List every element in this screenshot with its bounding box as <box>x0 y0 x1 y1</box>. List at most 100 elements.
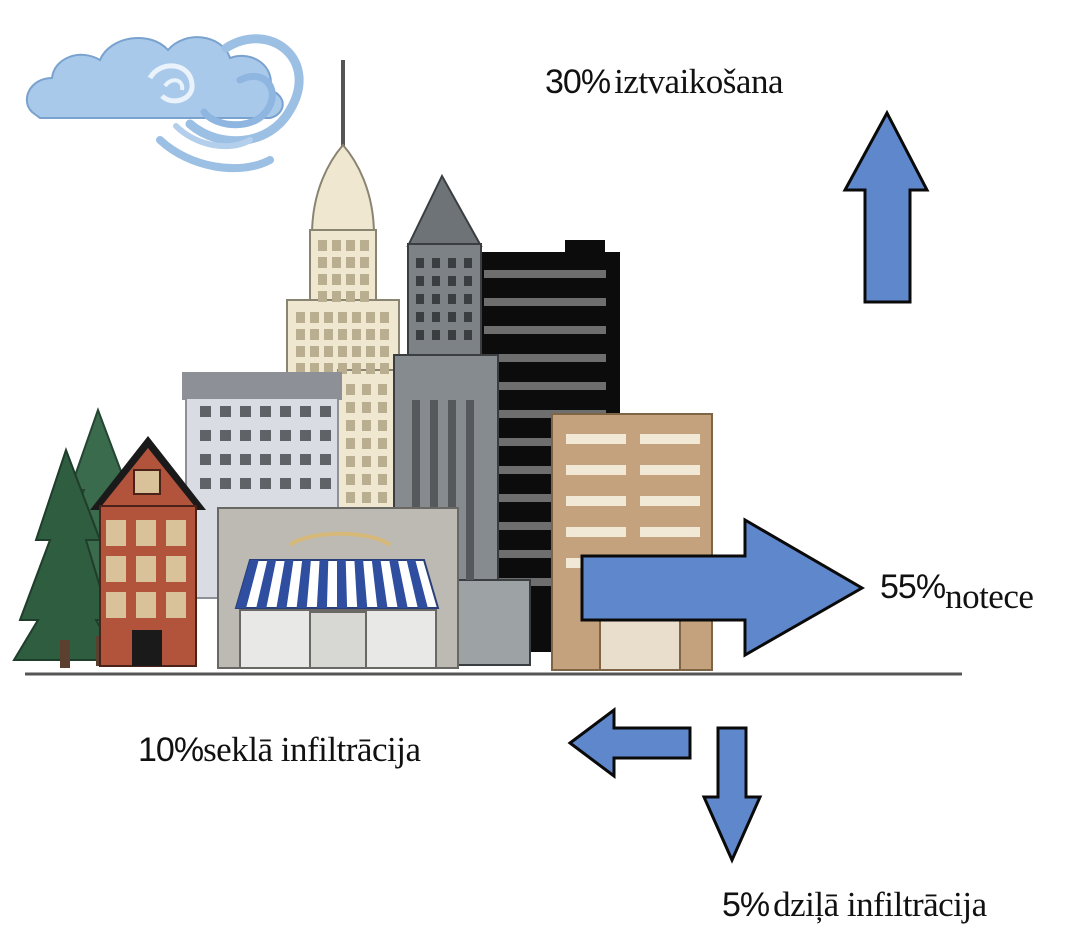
tower-window <box>432 258 440 268</box>
tower-window <box>378 402 387 413</box>
tower-window <box>346 257 355 268</box>
tower-window <box>464 330 472 340</box>
apartment-window <box>566 527 626 537</box>
tower-stripe <box>484 270 606 278</box>
tower-window <box>366 329 375 340</box>
tower-stripe <box>484 354 606 362</box>
tower-window <box>464 276 472 286</box>
tower-window <box>448 400 456 580</box>
tower-window <box>360 274 369 285</box>
tower-window <box>464 312 472 322</box>
tower-window <box>296 363 305 374</box>
office-window <box>240 478 251 489</box>
tower-window <box>416 312 424 322</box>
city-skyline-icon <box>12 60 713 671</box>
tower-window <box>362 456 371 467</box>
office-window <box>300 454 311 465</box>
deep-infiltration-text: dziļā infiltrācija <box>773 885 987 924</box>
apartment-window <box>640 465 700 475</box>
tower-window <box>346 291 355 302</box>
tower-window <box>366 312 375 323</box>
deep-infiltration-label: 5% dziļā infiltrācija <box>722 885 987 925</box>
tower-window <box>346 492 355 503</box>
tower-window <box>318 274 327 285</box>
apartment-window <box>640 496 700 506</box>
runoff-percent: 55% <box>880 568 946 606</box>
house-window <box>166 556 186 582</box>
tower-window <box>352 329 361 340</box>
tower-window <box>380 312 389 323</box>
tower-stripe <box>484 578 606 586</box>
shallow-infiltration-label: 10%seklā infiltrācija <box>138 730 421 770</box>
tower-window <box>318 240 327 251</box>
tower-window <box>346 438 355 449</box>
office-window <box>200 478 211 489</box>
tower-window <box>362 438 371 449</box>
office-window <box>280 430 291 441</box>
tower-window <box>362 384 371 395</box>
house-window <box>136 520 156 546</box>
tower-window <box>380 363 389 374</box>
tower-window <box>378 474 387 485</box>
awning-stripe <box>276 560 294 608</box>
store-building <box>217 507 459 669</box>
house-icon <box>90 436 206 667</box>
office-window <box>240 430 251 441</box>
tower-window <box>380 329 389 340</box>
tower-window <box>464 294 472 304</box>
apartment-window <box>566 465 626 475</box>
awning-stripe <box>389 560 408 608</box>
tower-window <box>448 276 456 286</box>
tower-window <box>380 346 389 357</box>
office-window <box>200 406 211 417</box>
cloud-icon <box>25 34 304 173</box>
tower-stripe <box>484 550 606 558</box>
tower-window <box>378 492 387 503</box>
tower-window <box>432 276 440 286</box>
tower-window <box>332 240 341 251</box>
tower-window <box>324 346 333 357</box>
tower-window <box>332 257 341 268</box>
tower-window <box>432 312 440 322</box>
tower-window <box>360 257 369 268</box>
office-window <box>260 406 271 417</box>
office-window <box>320 454 331 465</box>
tower-window <box>378 384 387 395</box>
tower-window <box>296 346 305 357</box>
office-window <box>320 406 331 417</box>
house-window <box>136 592 156 618</box>
office-window <box>240 454 251 465</box>
office-window <box>300 406 311 417</box>
office-window <box>220 478 231 489</box>
tower-window <box>346 474 355 485</box>
tower-window <box>362 474 371 485</box>
tower-window <box>346 274 355 285</box>
house-window <box>106 556 126 582</box>
tower-stripe <box>484 522 606 530</box>
office-window <box>260 430 271 441</box>
office-window <box>220 430 231 441</box>
tower-window <box>416 258 424 268</box>
tower-window <box>378 420 387 431</box>
tower-window <box>362 492 371 503</box>
shallow-infiltration-text: seklā infiltrācija <box>203 730 421 769</box>
house-window <box>166 520 186 546</box>
tower-window <box>324 363 333 374</box>
tower-stripe <box>484 466 606 474</box>
office-window <box>200 430 211 441</box>
office-window <box>260 478 271 489</box>
tower-stripe <box>484 326 606 334</box>
tower-window <box>448 258 456 268</box>
tower-window <box>338 363 347 374</box>
tower-window <box>346 240 355 251</box>
office-window <box>320 430 331 441</box>
tower-stripe <box>484 494 606 502</box>
tower-window <box>324 312 333 323</box>
tower-window <box>310 346 319 357</box>
tower-window <box>378 438 387 449</box>
awning-stripe <box>296 560 311 608</box>
tower-window <box>310 329 319 340</box>
evaporation-arrow <box>842 109 930 304</box>
office-window <box>280 406 291 417</box>
office-window <box>260 454 271 465</box>
